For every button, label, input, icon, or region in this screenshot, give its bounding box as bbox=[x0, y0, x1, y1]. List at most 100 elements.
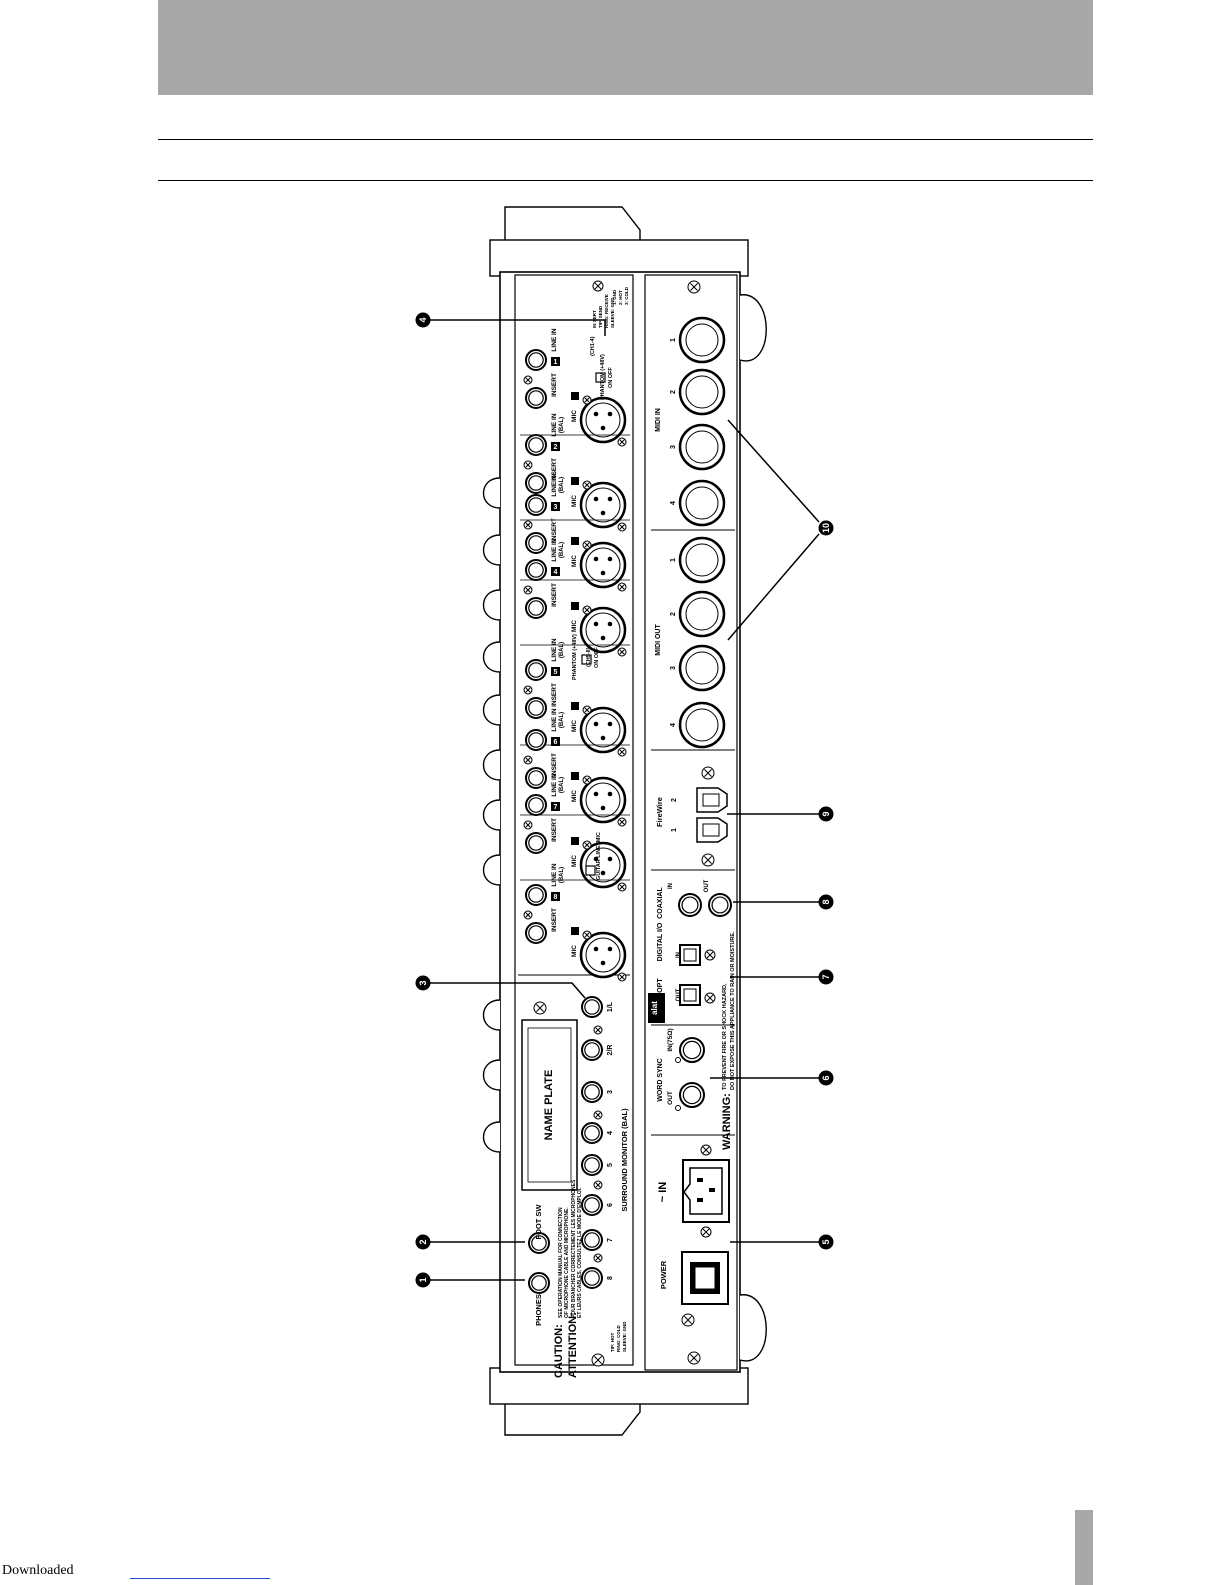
phantom-switch-5-8 bbox=[581, 654, 592, 665]
mic-label: MIC bbox=[571, 555, 578, 567]
channel-number-box bbox=[551, 357, 560, 366]
mic-label: MIC bbox=[571, 945, 578, 957]
side-knob bbox=[483, 749, 501, 781]
side-knob bbox=[483, 1059, 501, 1091]
xlr-pin bbox=[607, 621, 613, 627]
midi-in-label: MIDI IN bbox=[655, 408, 662, 432]
digital-io-label: DIGITAL I/O bbox=[657, 922, 664, 961]
insert-note-1: TIP: SEND bbox=[598, 305, 603, 328]
midi-out-number: 1 bbox=[670, 558, 677, 562]
callout-number: 3 bbox=[418, 980, 428, 985]
callout-bullet bbox=[818, 969, 834, 985]
callout-leader bbox=[430, 319, 606, 336]
callout-number: 4 bbox=[418, 317, 428, 322]
side-knob bbox=[483, 641, 501, 673]
side-knob bbox=[483, 589, 501, 621]
bal-label: (BAL) bbox=[559, 642, 565, 658]
channel-number: 3 bbox=[554, 504, 558, 511]
surround-channel-label: 2/R bbox=[607, 1045, 614, 1056]
xlr-pin bbox=[600, 510, 606, 516]
xlr-pin bbox=[607, 721, 613, 727]
insert-label: INSERT bbox=[551, 908, 558, 932]
word-in-label: IN(75Ω) bbox=[667, 1028, 674, 1051]
callout-number: 9 bbox=[821, 811, 831, 816]
surround-channel-label: 3 bbox=[607, 1090, 614, 1094]
firewire-label: FireWire bbox=[655, 797, 664, 827]
line-in-label: LINE IN bbox=[551, 473, 558, 496]
insert-label: INSERT bbox=[551, 753, 558, 777]
phantom-1-onoff: ON OFF bbox=[608, 367, 614, 388]
surround-channel-label: 4 bbox=[607, 1131, 614, 1135]
caution-title: CAUTION: bbox=[553, 1324, 565, 1378]
xlr-pin bbox=[607, 856, 613, 862]
trs-note-1: TIP: HOT bbox=[610, 1333, 615, 1352]
adat-in-label: IN bbox=[676, 952, 682, 958]
line-in-label: LINE IN bbox=[551, 638, 558, 661]
mic-number-box bbox=[571, 772, 579, 780]
channel-number: 8 bbox=[554, 894, 558, 901]
xlr-pin bbox=[600, 570, 606, 576]
channel-number: 7 bbox=[554, 804, 558, 811]
line-in-label: LINE IN bbox=[551, 413, 558, 436]
bal-label: (BAL) bbox=[559, 542, 565, 558]
channel-number-box bbox=[551, 442, 560, 451]
guitar-switch bbox=[585, 865, 596, 876]
insert-label: INSERT bbox=[551, 583, 558, 607]
mic-number-box bbox=[571, 392, 579, 400]
xlr-pin bbox=[593, 791, 599, 797]
xlr-pin bbox=[607, 411, 613, 417]
callout-bullet bbox=[818, 894, 834, 910]
surround-channel-label: 7 bbox=[607, 1238, 614, 1242]
callout-number: 7 bbox=[821, 974, 831, 979]
trs-note-2: RING: COLD bbox=[616, 1325, 621, 1352]
midi-in-number: 1 bbox=[670, 338, 677, 342]
callout-bullet bbox=[415, 1272, 431, 1288]
xlr-pin bbox=[593, 946, 599, 952]
xlr-pin bbox=[593, 496, 599, 502]
warning-line-1: TO PREVENT FIRE OR SHOCK HAZARD, bbox=[722, 983, 728, 1090]
mic-number-box bbox=[571, 477, 579, 485]
phantom-1-label: PHANTOM (+48V) bbox=[600, 354, 606, 400]
callout-bullet bbox=[818, 1070, 834, 1086]
bal-label: (BAL) bbox=[559, 777, 565, 793]
ac-pin bbox=[709, 1188, 715, 1192]
channel-number-box bbox=[551, 567, 560, 576]
left-side-knobs bbox=[483, 477, 501, 1153]
phones-label: PHONES bbox=[534, 1294, 543, 1326]
callout-leader bbox=[727, 419, 820, 641]
adat-out-label: OUT bbox=[676, 988, 682, 1001]
xlr-pin bbox=[607, 556, 613, 562]
insert-label: INSERT bbox=[551, 683, 558, 707]
mic-label: MIC bbox=[571, 620, 578, 632]
insert-label: INSERT bbox=[551, 373, 558, 397]
surround-channel-label: 5 bbox=[607, 1163, 614, 1167]
channel-number: 2 bbox=[554, 444, 558, 451]
xlr-pin bbox=[593, 721, 599, 727]
phantom-1-range: (CH1-4) bbox=[590, 336, 596, 356]
channel-number-box bbox=[551, 892, 560, 901]
xlr-pin bbox=[600, 425, 606, 431]
firewire-port-number: 1 bbox=[671, 828, 678, 832]
side-knob bbox=[483, 999, 501, 1031]
side-knob bbox=[483, 1121, 501, 1153]
page-side-tab bbox=[1075, 1510, 1093, 1585]
channel-number: 1 bbox=[554, 359, 558, 366]
bal-label: (BAL) bbox=[559, 712, 565, 728]
callout-number: 5 bbox=[821, 1239, 831, 1244]
callout-bullet bbox=[415, 975, 431, 991]
attention-line-1: POUR BRANCHER CORRECTEMENT LES MICROPHON… bbox=[571, 1179, 577, 1318]
insert-note-0: IN SERT bbox=[592, 310, 597, 328]
ac-in-label: ~ IN bbox=[657, 1182, 669, 1203]
surround-channel-label: 6 bbox=[607, 1203, 614, 1207]
footer-downloaded: Downloaded bbox=[2, 1563, 74, 1578]
line-in-label: LINE IN bbox=[551, 773, 558, 796]
callout-leader bbox=[430, 982, 586, 999]
ac-pin bbox=[697, 1178, 703, 1182]
channel-number-box bbox=[551, 802, 560, 811]
xlr-pin bbox=[593, 621, 599, 627]
second-rule bbox=[158, 180, 1093, 181]
mic-label: MIC bbox=[571, 495, 578, 507]
side-knob bbox=[483, 477, 501, 509]
channel-number: 4 bbox=[554, 569, 558, 576]
firewire-port-number: 2 bbox=[671, 798, 678, 802]
